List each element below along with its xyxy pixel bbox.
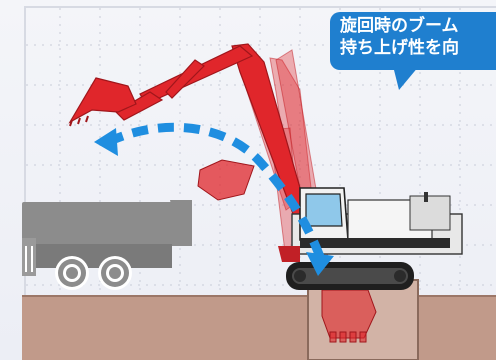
raised-bucket (68, 77, 137, 124)
callout-text: 旋回時のブーム 持ち上げ性を向 (340, 15, 496, 59)
panel-border (24, 6, 496, 298)
callout-tail (393, 66, 419, 90)
swing-arrow-icon (94, 122, 334, 276)
middle-bucket (197, 159, 255, 201)
excavator-boom (115, 43, 313, 232)
pit-bucket (321, 289, 377, 343)
dump-truck-icon (22, 200, 192, 290)
callout-bubble (330, 12, 496, 70)
callout-line-2: 持ち上げ性を向 (340, 38, 459, 58)
ground (22, 296, 496, 360)
callout-line-1: 旋回時のブーム (340, 16, 459, 36)
excavator-tracks (286, 262, 414, 290)
